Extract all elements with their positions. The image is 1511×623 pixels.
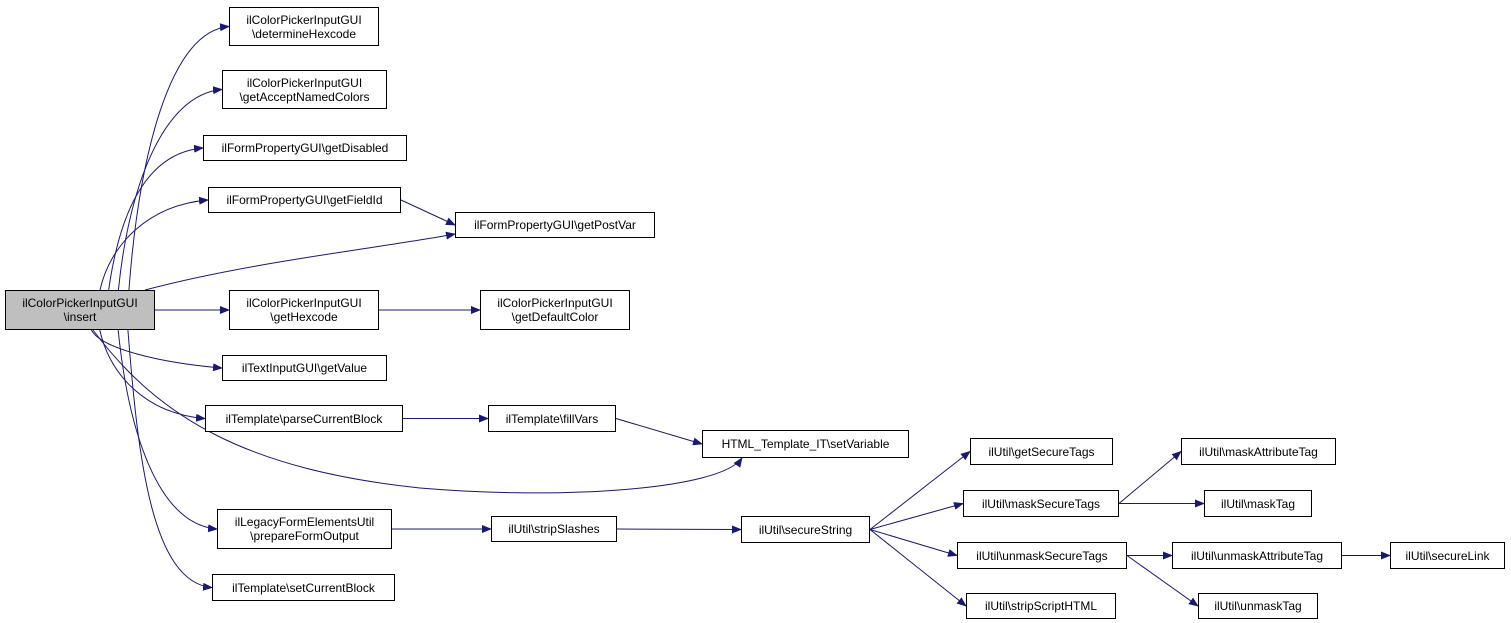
node-stripScriptHTML[interactable]: ilUtil\stripScriptHTML [966,593,1116,619]
node-label: ilUtil\maskAttributeTag [1199,444,1318,459]
node-label: ilTemplate\setCurrentBlock [232,580,375,595]
node-label: ilUtil\stripSlashes [508,522,600,536]
edge-secureString-to-getSecureTags [869,450,971,530]
node-label: ilColorPickerInputGUI [246,296,362,310]
edge-insert-to-parseCurrentBlock [99,329,206,422]
node-label: ilFormPropertyGUI\getPostVar [474,218,636,232]
edge-insert-to-getPostVar [144,231,456,291]
node-unmaskTag[interactable]: ilUtil\unmaskTag [1198,593,1318,619]
node-label: \insert [63,310,97,324]
edge-insert-to-getAcceptNamedColors [117,86,223,291]
node-label: ilUtil\stripScriptHTML [984,599,1097,613]
edge-secureString-to-unmaskSecureTags [869,529,958,557]
node-label: ilTemplate\parseCurrentBlock [225,411,383,426]
edge-insert-to-determineHexcode [128,23,230,291]
node-getAcceptNamedColors[interactable]: ilColorPickerInputGUI\getAcceptNamedColo… [222,70,387,109]
node-label: ilUtil\secureLink [1405,548,1490,563]
node-label: ilFormPropertyGUI\getDisabled [221,141,389,155]
node-label: ilTemplate\fillVars [505,411,599,426]
node-label: \getDefaultColor [511,310,599,324]
node-label: \prepareFormOutput [250,529,359,543]
node-prepareFormOutput[interactable]: ilLegacyFormElementsUtil\prepareFormOutp… [217,509,392,549]
node-label: ilUtil\unmaskSecureTags [976,548,1108,563]
node-parseCurrentBlock[interactable]: ilTemplate\parseCurrentBlock [205,405,403,432]
node-getDisabled[interactable]: ilFormPropertyGUI\getDisabled [203,135,407,161]
node-label: ilColorPickerInputGUI [497,296,613,310]
node-maskTag[interactable]: ilUtil\maskTag [1204,490,1312,517]
node-getHexcode[interactable]: ilColorPickerInputGUI\getHexcode [229,290,379,330]
edge-insert-to-setVariable [92,329,743,494]
node-fillVars[interactable]: ilTemplate\fillVars [488,405,616,432]
node-label: \getHexcode [270,310,338,324]
node-label: ilColorPickerInputGUI [246,12,362,27]
node-label: ilUtil\maskSecureTags [981,496,1101,511]
node-insert[interactable]: ilColorPickerInputGUI\insert [5,290,155,330]
node-label: ilFormPropertyGUI\getFieldId [226,193,383,207]
node-determineHexcode[interactable]: ilColorPickerInputGUI\determineHexcode [229,7,379,46]
node-label: ilUtil\secureString [758,522,853,537]
edge-secureString-to-maskSecureTags [869,502,964,530]
node-secureLink[interactable]: ilUtil\secureLink [1390,542,1505,569]
node-maskSecureTags[interactable]: ilUtil\maskSecureTags [963,490,1119,517]
edge-unmaskSecureTags-to-unmaskTag [1126,555,1199,607]
edge-getFieldId-to-getPostVar [400,199,456,226]
node-label: ilLegacyFormElementsUtil [234,515,375,529]
node-label: ilUtil\unmaskAttributeTag [1190,548,1324,563]
node-label: HTML_Template_IT\setVariable [721,437,890,451]
node-label: ilTextInputGUI\getValue [241,361,368,375]
node-getFieldId[interactable]: ilFormPropertyGUI\getFieldId [208,187,401,213]
node-secureString[interactable]: ilUtil\secureString [741,516,870,543]
edge-insert-to-getDisabled [108,144,204,291]
node-label: ilUtil\getSecureTags [988,444,1095,459]
node-setVariable[interactable]: HTML_Template_IT\setVariable [702,430,909,458]
node-label: ilColorPickerInputGUI [22,296,138,310]
node-getDefaultColor[interactable]: ilColorPickerInputGUI\getDefaultColor [480,290,630,330]
node-setCurrentBlock[interactable]: ilTemplate\setCurrentBlock [212,574,395,601]
node-getPostVar[interactable]: ilFormPropertyGUI\getPostVar [455,212,655,238]
node-label: \determineHexcode [251,26,357,41]
node-stripSlashes[interactable]: ilUtil\stripSlashes [491,516,617,542]
edge-fillVars-to-setVariable [615,418,703,446]
edge-insert-to-setCurrentBlock [127,329,213,591]
node-getSecureTags[interactable]: ilUtil\getSecureTags [970,438,1113,465]
node-label: ilColorPickerInputGUI [246,75,363,90]
node-unmaskSecureTags[interactable]: ilUtil\unmaskSecureTags [957,542,1127,569]
node-getValue[interactable]: ilTextInputGUI\getValue [222,355,387,381]
edge-stripSlashes-to-secureString [616,525,742,534]
edge-maskSecureTags-to-maskAttributeTag [1118,450,1182,504]
node-maskAttributeTag[interactable]: ilUtil\maskAttributeTag [1181,438,1336,465]
edge-secureString-to-stripScriptHTML [869,529,967,607]
node-label: \getAcceptNamedColors [239,89,370,104]
edge-insert-to-getFieldId [99,196,209,291]
node-unmaskAttributeTag[interactable]: ilUtil\unmaskAttributeTag [1172,542,1342,569]
node-label: ilUtil\maskTag [1220,496,1295,511]
edge-insert-to-getValue [90,329,223,372]
edge-insert-to-prepareFormOutput [117,329,218,533]
node-label: ilUtil\unmaskTag [1214,599,1302,613]
